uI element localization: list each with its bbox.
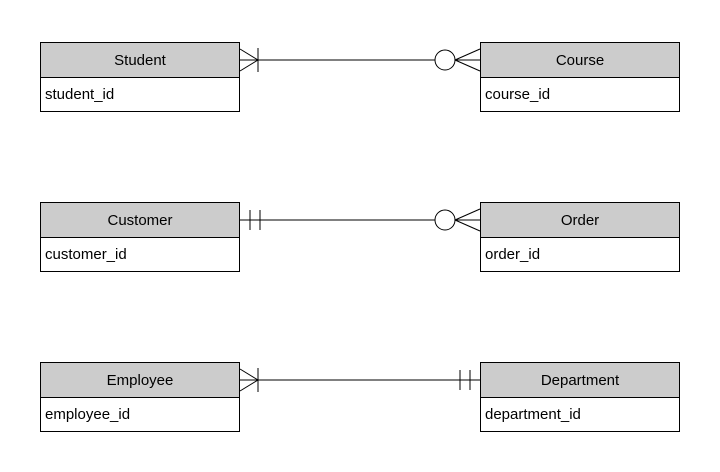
entity-title: Student xyxy=(41,43,239,78)
entity-attribute: department_id xyxy=(485,406,581,423)
entity-title: Order xyxy=(481,203,679,238)
relationship-employee-department xyxy=(239,368,480,392)
entity-attribute: course_id xyxy=(485,86,551,103)
entity-title: Customer xyxy=(41,203,239,238)
entity-customer: Customer customer_id xyxy=(40,202,240,272)
entity-student: Student student_id xyxy=(40,42,240,112)
entity-order: Order order_id xyxy=(480,202,680,272)
entity-attribute: customer_id xyxy=(45,246,127,263)
entity-course: Course course_id xyxy=(480,42,680,112)
entity-title: Department xyxy=(481,363,679,398)
relationship-customer-order xyxy=(240,208,481,232)
entity-attribute: employee_id xyxy=(45,406,131,423)
entity-department: Department department_id xyxy=(480,362,680,432)
relationship-student-course xyxy=(239,48,481,72)
entity-attribute: order_id xyxy=(485,246,541,263)
entity-title: Employee xyxy=(41,363,239,398)
entity-employee: Employee employee_id xyxy=(40,362,240,432)
entity-attribute: student_id xyxy=(45,86,115,103)
entity-title: Course xyxy=(481,43,679,78)
